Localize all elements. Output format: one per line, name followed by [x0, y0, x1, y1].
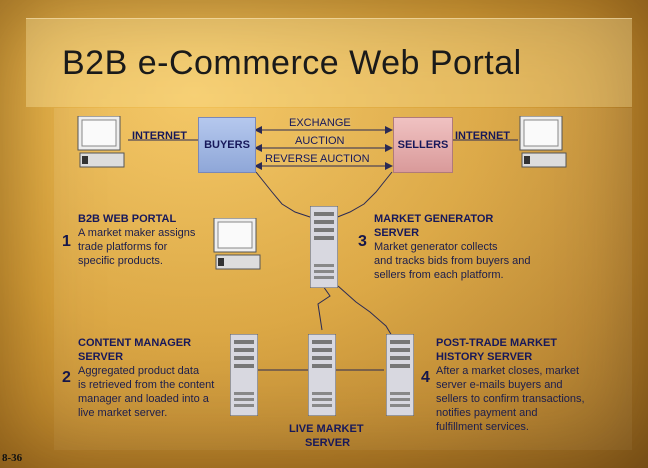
- live-market-title: LIVE MARKET: [289, 423, 364, 435]
- auction-label: AUCTION: [295, 135, 345, 147]
- market-generator-line: and tracks bids from buyers and: [374, 255, 531, 267]
- sellers-box: SELLERS: [393, 117, 453, 173]
- server-to-posttrade-line: [337, 285, 393, 337]
- step-number-3: 3: [358, 233, 367, 250]
- reverse-auction-label: REVERSE AUCTION: [265, 153, 370, 165]
- sellers-to-server-line: [334, 171, 393, 219]
- post-trade-line: sellers to confirm transactions,: [436, 393, 585, 405]
- server-icon: [310, 206, 338, 288]
- market-generator-title: SERVER: [374, 227, 420, 239]
- content-manager-line: manager and loaded into a: [78, 393, 209, 405]
- computer-icon: [213, 218, 261, 270]
- post-trade-title: HISTORY SERVER: [436, 351, 533, 363]
- server-icon: [308, 334, 336, 416]
- content-manager-title: CONTENT MANAGER: [78, 337, 192, 349]
- computer-icon: [519, 116, 567, 168]
- step-number-2: 2: [62, 369, 71, 386]
- content-manager-title: SERVER: [78, 351, 124, 363]
- portal-title: B2B WEB PORTAL: [78, 213, 177, 225]
- market-generator-line: sellers from each platform.: [374, 269, 504, 281]
- server-to-live-line: [317, 285, 331, 331]
- post-trade-line: server e-mails buyers and: [436, 379, 563, 391]
- step-number-1: 1: [62, 233, 71, 250]
- post-trade-line: fulfillment services.: [436, 421, 529, 433]
- title-band: [26, 18, 632, 107]
- post-trade-line: After a market closes, market: [436, 365, 580, 377]
- buyers-to-server-line: [255, 171, 314, 219]
- live-market-title: SERVER: [305, 437, 351, 449]
- server-icon: [230, 334, 258, 416]
- post-trade-line: notifies payment and: [436, 407, 538, 419]
- content-manager-line: live market server.: [78, 407, 168, 419]
- portal-line: specific products.: [78, 255, 163, 267]
- page-number: 8-36: [2, 452, 23, 464]
- server-icon: [386, 334, 414, 416]
- content-manager-line: Aggregated product data: [78, 365, 200, 377]
- step-number-4: 4: [421, 369, 430, 386]
- exchange-label: EXCHANGE: [289, 117, 351, 129]
- slide-title: B2B e-Commerce Web Portal: [62, 44, 522, 82]
- internet-label-left: INTERNET: [132, 130, 187, 142]
- internet-label-right: INTERNET: [455, 130, 510, 142]
- computer-icon: [77, 116, 125, 168]
- post-trade-title: POST-TRADE MARKET: [436, 337, 557, 349]
- content-manager-line: is retrieved from the content: [78, 379, 215, 391]
- portal-line: trade platforms for: [78, 241, 168, 253]
- buyers-box: BUYERS: [198, 117, 256, 173]
- portal-line: A market maker assigns: [78, 227, 196, 239]
- market-generator-title: MARKET GENERATOR: [374, 213, 494, 225]
- market-generator-line: Market generator collects: [374, 241, 498, 253]
